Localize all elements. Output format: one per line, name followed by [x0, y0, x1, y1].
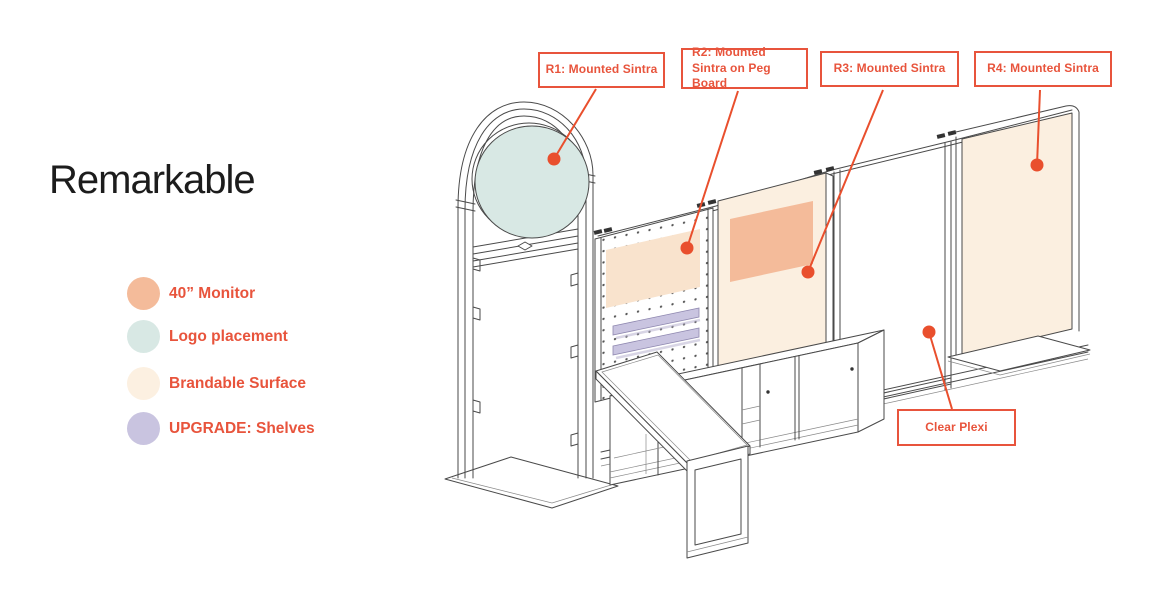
pegboard-panel [594, 207, 714, 403]
leader-line-r3 [807, 89, 884, 273]
upgrade-shelf-2 [612, 327, 701, 360]
legend-item-brandable: Brandable Surface [127, 367, 306, 400]
door-handle [850, 367, 854, 371]
callout-dot-r1 [547, 152, 561, 166]
callout-r1: R1: Mounted Sintra [538, 52, 665, 88]
legend-swatch-logo [127, 320, 160, 353]
callout-dot-r2 [680, 241, 694, 255]
legend-label: Logo placement [169, 327, 288, 345]
legend-item-shelves: UPGRADE: Shelves [127, 412, 315, 445]
leader-line-r4 [1036, 89, 1041, 166]
rail-marker [517, 241, 533, 251]
legend-swatch-brandable [127, 367, 160, 400]
r4-base-plate [947, 335, 1091, 372]
legend-swatch-shelves [127, 412, 160, 445]
demo-counter [595, 351, 751, 559]
upgrade-shelf-1 [612, 307, 701, 340]
legend-swatch-monitor [127, 277, 160, 310]
callout-r2: R2: Mounted Sintra on Peg Board [681, 45, 808, 90]
callout-dot-r4 [1030, 158, 1044, 172]
leg-brackets [472, 257, 579, 447]
callout-dot-clear-plexi [922, 325, 936, 339]
monitor-area [730, 201, 813, 282]
page-title: Remarkable [49, 158, 256, 202]
legend-item-logo: Logo placement [127, 320, 288, 353]
legend-item-monitor: 40” Monitor [127, 277, 255, 310]
legend-label: 40” Monitor [169, 284, 256, 302]
leader-line-r1 [553, 88, 597, 160]
door-handle [766, 390, 770, 394]
logo-disc [474, 125, 590, 239]
leader-line-r2 [686, 90, 739, 249]
callout-r4: R4: Mounted Sintra [974, 51, 1112, 87]
callout-clear-plexi: Clear Plexi [897, 409, 1016, 446]
pegboard-graphic-area [606, 229, 700, 308]
callout-leaders [547, 88, 1044, 410]
counter-leg [686, 445, 749, 559]
leader-line-clear-plexi [928, 331, 953, 410]
tower-base-plate [444, 456, 619, 509]
r3-panel [717, 172, 834, 375]
legend-label: Brandable Surface [169, 374, 306, 392]
callout-dot-r3 [801, 265, 815, 279]
arch-tower [444, 101, 619, 509]
callout-r3: R3: Mounted Sintra [820, 51, 959, 87]
legend-label: UPGRADE: Shelves [169, 419, 315, 437]
r4-panel [947, 105, 1091, 376]
